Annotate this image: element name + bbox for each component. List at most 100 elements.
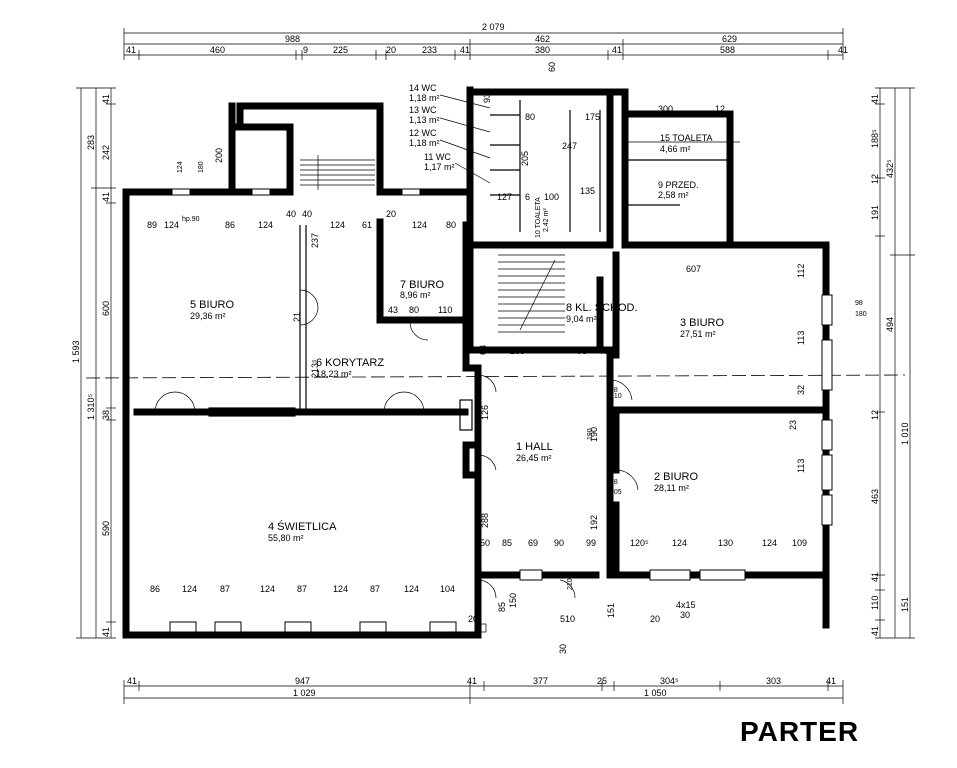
dim-top-2: 462 [535, 34, 550, 44]
room-8-name: 8 KL. SCHOD. [566, 302, 638, 314]
dim-right-12a: 12 [870, 174, 880, 184]
interior-dim-56: 510 [560, 614, 575, 624]
interior-dim-72: 80 [525, 112, 535, 122]
room-15-name: 15 TOALETA [660, 133, 713, 143]
dim-left-242: 242 [101, 145, 111, 160]
interior-dim-62: 300 [658, 104, 673, 114]
interior-dim-50: 87 [370, 584, 380, 594]
interior-dim-63: 12 [715, 104, 725, 114]
dim-right-432: 432⁵ [885, 159, 895, 178]
interior-dim-27: 32 [796, 385, 806, 395]
interior-dim-43: 109 [792, 538, 807, 548]
interior-dim-66: 127 [497, 192, 512, 202]
interior-dim-54: 85 [497, 602, 507, 612]
interior-dim-55: 150 [508, 593, 518, 608]
interior-dim-25: 112 [796, 264, 806, 278]
interior-dim-45: 124 [182, 584, 197, 594]
interior-dim-18: 80 [409, 305, 419, 315]
interior-dim-65: 135 [580, 186, 595, 196]
interior-dim-24: 607 [686, 264, 701, 274]
dim-right-494: 494 [885, 317, 895, 332]
window-label-5: 98 [610, 387, 618, 394]
interior-dim-29: 113 [796, 459, 806, 473]
dim-top-1: 988 [285, 34, 300, 44]
window-label-3: 98 [855, 300, 863, 307]
dim-top-3: 629 [722, 34, 737, 44]
dim-right-151: 151 [900, 597, 910, 612]
dim-left-total: 1 593 [71, 340, 81, 363]
window-label-10: 210 [567, 578, 574, 590]
dim-total-top: 2 079 [482, 22, 505, 32]
windows [169, 188, 833, 633]
interior-dim-70: 93 [482, 93, 492, 103]
interior-dim-10: 61 [362, 220, 372, 230]
interior-dim-2: 200 [214, 148, 224, 163]
interior-dim-19: 110 [438, 305, 452, 315]
interior-dim-8: 40 [302, 209, 312, 219]
dim-top-r3-5: 233 [422, 45, 437, 55]
dim-right-41c: 41 [870, 626, 880, 636]
interior-dim-26: 113 [796, 331, 806, 345]
dim-top-r3-2: 9 [303, 45, 308, 55]
room-3-name: 3 BIURO [680, 317, 724, 329]
interior-dim-20: 63 [478, 345, 488, 355]
interior-dim-60: 30 [680, 610, 690, 620]
interior-dim-47: 124 [260, 584, 275, 594]
dim-left-600: 600 [101, 301, 111, 316]
interior-dim-44: 86 [150, 584, 160, 594]
interior-dim-46: 87 [220, 584, 230, 594]
window-label-6: 210 [610, 393, 622, 400]
room-13-name: 13 WC [409, 105, 437, 115]
interior-dim-23: 40 [598, 346, 608, 356]
room-13-area: 1,13 m² [409, 115, 440, 125]
dim-right-188: 188⁵ [870, 129, 880, 148]
dim-bot-1: 947 [295, 676, 310, 686]
interior-dim-53: 20 [468, 614, 478, 624]
room-9-name: 9 PRZED. [658, 180, 699, 190]
dim-left-41b: 41 [101, 192, 111, 202]
window-label-8: 205 [610, 489, 622, 496]
dim-right-191: 191 [870, 205, 880, 220]
room-6-area: 18,23 m² [316, 369, 352, 379]
top-dimensions: 2 079 988 462 629 41 460 9 225 20 233 41… [123, 22, 848, 60]
interior-dim-35: 85 [502, 538, 512, 548]
interior-dim-36: 69 [528, 538, 538, 548]
dim-left-38: 38 [101, 410, 111, 420]
dim-left-1310: 1 310⁵ [86, 393, 96, 420]
dim-right-110: 110 [870, 596, 880, 610]
interior-dim-58: 151 [606, 603, 616, 618]
dim-bot-3: 377 [533, 676, 548, 686]
dim-left-41a: 41 [101, 94, 111, 104]
section-line [85, 374, 906, 379]
dim-right-total: 1 010 [900, 422, 910, 445]
window-label-9: 190 [587, 428, 594, 440]
interior-dim-34: 50 [480, 538, 490, 548]
interior-dim-31: 190 [589, 427, 599, 442]
interior-dim-37: 90 [554, 538, 564, 548]
room-5-name: 5 BIURO [190, 299, 234, 311]
dim-bot-6: 303 [766, 676, 781, 686]
bottom-dimensions: 41 947 41 377 25 304⁵ 303 41 1 029 1 050 [123, 676, 844, 704]
window-label-4: 180 [855, 311, 867, 318]
interior-dim-15: 21 [292, 312, 302, 322]
room-6-name: 6 KORYTARZ [316, 357, 384, 369]
room-14-name: 14 WC [409, 83, 437, 93]
dim-top-r3-4: 20 [386, 45, 396, 55]
dim-top-r3-1: 460 [210, 45, 225, 55]
left-dimensions: 1 593 283 1 310⁵ 41 242 41 600 38 590 41 [71, 87, 116, 639]
interior-dim-21: 255 [510, 346, 525, 356]
interior-dim-12: 124 [412, 220, 427, 230]
interior-dim-7: 40 [286, 209, 296, 219]
dim-bot-7: 41 [826, 676, 836, 686]
window-label-7: 98 [610, 479, 618, 486]
staircase [300, 155, 565, 333]
dim-left-283: 283 [86, 135, 96, 150]
dim-bot-total-left: 1 029 [293, 688, 316, 698]
interior-dim-32: 192 [589, 515, 599, 530]
dim-right-12b: 12 [870, 410, 880, 420]
dim-left-590: 590 [101, 521, 111, 536]
interior-dim-51: 124 [404, 584, 419, 594]
dim-bot-5: 304⁵ [660, 676, 679, 686]
room-12-name: 12 WC [409, 128, 437, 138]
